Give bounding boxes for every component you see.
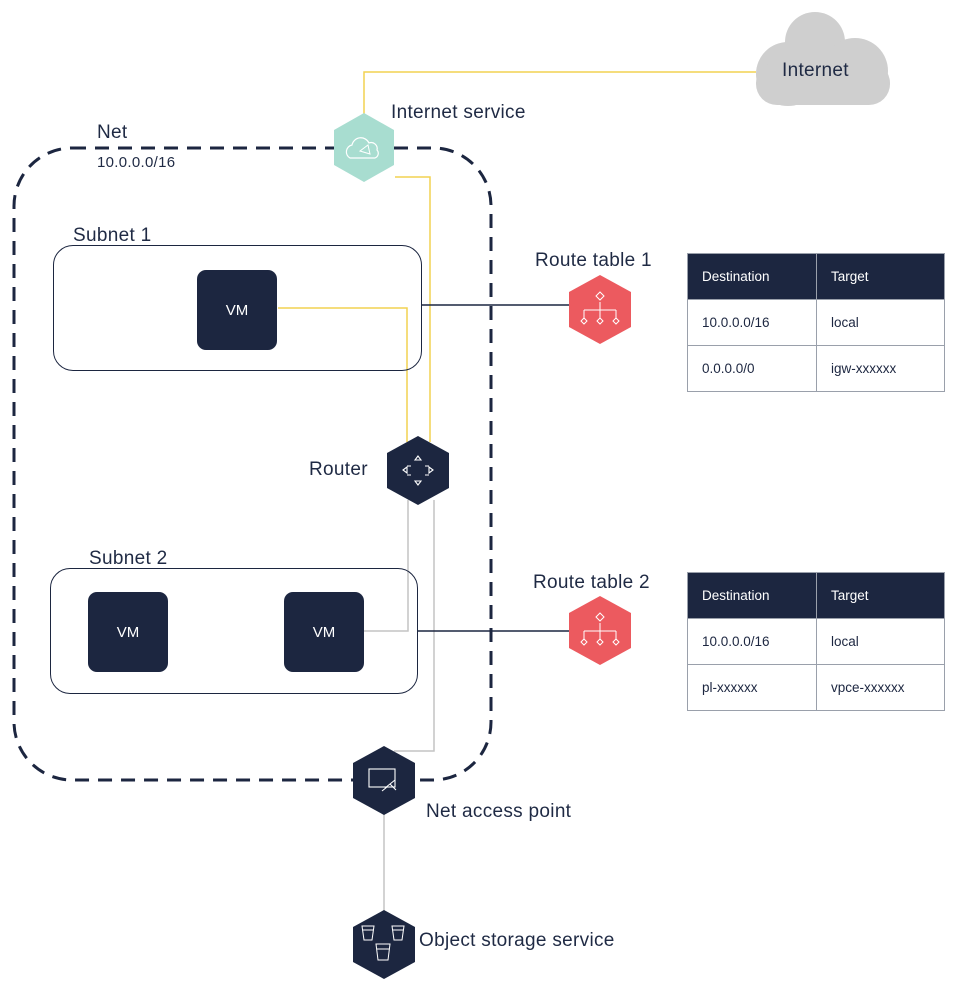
- table-cell: igw-xxxxxx: [816, 345, 945, 392]
- internet-service-label: Internet service: [391, 102, 526, 123]
- table-cell: 10.0.0.0/16: [687, 299, 817, 346]
- link-service-to-router: [395, 176, 431, 442]
- subnet-2-box: [50, 568, 418, 694]
- object-storage-label: Object storage service: [419, 930, 615, 951]
- route-table-1-label: Route table 1: [535, 250, 652, 271]
- internet-label: Internet: [782, 60, 849, 81]
- table-row: pl-xxxxxx vpce-xxxxxx: [687, 664, 945, 711]
- column-header: Target: [816, 253, 945, 300]
- internet-service-icon: [334, 113, 394, 182]
- net-label: Net: [97, 122, 128, 143]
- table-cell: local: [816, 618, 945, 665]
- net-cidr: 10.0.0.0/16: [97, 154, 176, 171]
- object-storage-icon: [353, 910, 415, 979]
- table-row: 10.0.0.0/16 local: [687, 618, 945, 665]
- link-router-to-access-point: [394, 500, 435, 752]
- route-table-1-icon: [569, 275, 631, 344]
- router-label: Router: [309, 459, 368, 480]
- table-cell: pl-xxxxxx: [687, 664, 817, 711]
- column-header: Target: [816, 572, 945, 619]
- subnet-1-label: Subnet 1: [73, 225, 152, 246]
- route-table-2-icon: [569, 596, 631, 665]
- route-table-2-label: Route table 2: [533, 572, 650, 593]
- cloud-icon: [756, 12, 890, 106]
- route-table-1: Destination Target 10.0.0.0/16 local 0.0…: [687, 253, 945, 392]
- column-header: Destination: [687, 253, 817, 300]
- subnet-2-vm-1[interactable]: VM: [88, 592, 168, 672]
- table-cell: 10.0.0.0/16: [687, 618, 817, 665]
- column-header: Destination: [687, 572, 817, 619]
- table-cell: local: [816, 299, 945, 346]
- subnet-1-vm[interactable]: VM: [197, 270, 277, 350]
- subnet-2-vm-2[interactable]: VM: [284, 592, 364, 672]
- net-access-point-label: Net access point: [426, 801, 572, 822]
- table-row: 0.0.0.0/0 igw-xxxxxx: [687, 345, 945, 392]
- table-header-row: Destination Target: [687, 572, 945, 619]
- route-table-2: Destination Target 10.0.0.0/16 local pl-…: [687, 572, 945, 711]
- table-header-row: Destination Target: [687, 253, 945, 300]
- table-cell: 0.0.0.0/0: [687, 345, 817, 392]
- table-cell: vpce-xxxxxx: [816, 664, 945, 711]
- net-access-point-icon: [353, 746, 415, 815]
- table-row: 10.0.0.0/16 local: [687, 299, 945, 346]
- router-icon: [387, 436, 449, 505]
- link-vm-to-router: [278, 307, 408, 442]
- subnet-1-box: [53, 245, 422, 371]
- link-router-to-vm2: [364, 500, 409, 632]
- link-internet-to-service: [363, 71, 756, 118]
- subnet-2-label: Subnet 2: [89, 548, 168, 569]
